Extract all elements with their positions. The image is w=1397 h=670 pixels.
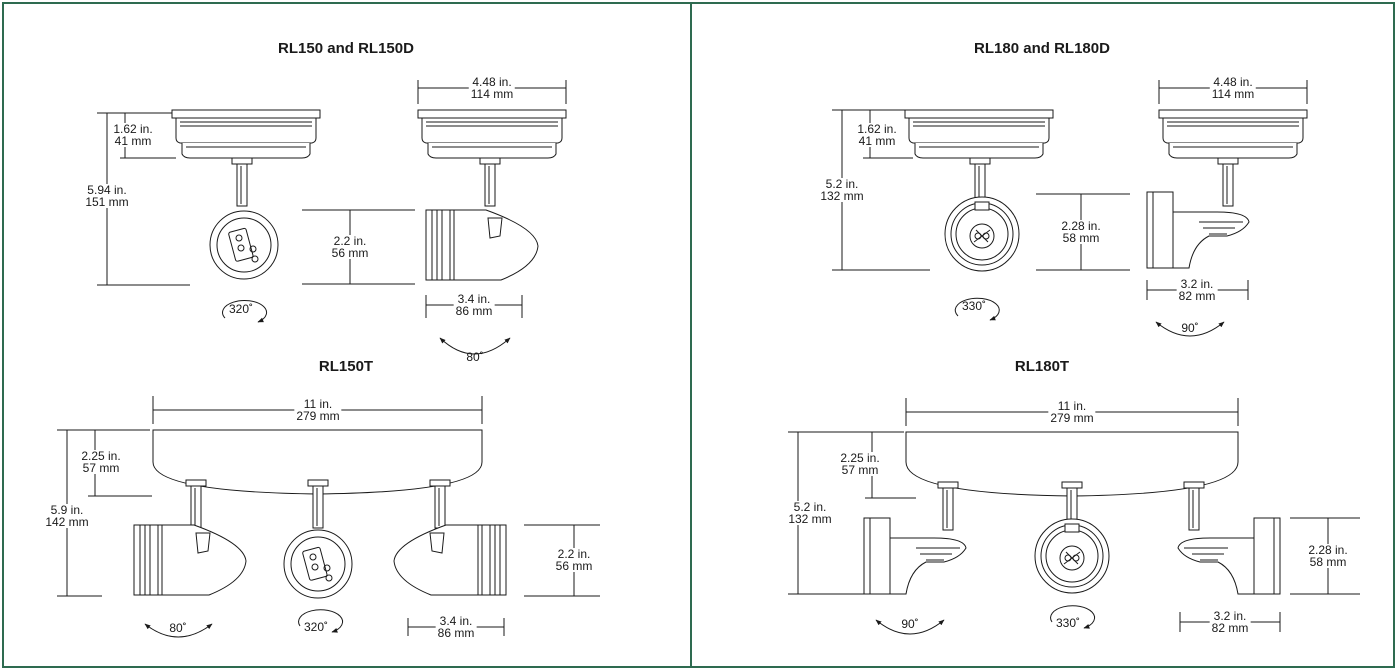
tilt-angle: 90˚ — [1181, 321, 1199, 335]
dim-head-length: 3.4 in.86 mm — [435, 614, 477, 640]
dim-head-height: 2.28 in.58 mm — [1306, 543, 1350, 569]
dim-canopy-width: 4.48 in.114 mm — [468, 75, 516, 101]
dim-head-length: 3.4 in.86 mm — [453, 292, 495, 318]
dim-head-length: 3.2 in.82 mm — [1209, 609, 1251, 635]
dim-height-total: 5.2 in.132 mm — [818, 177, 866, 203]
dim-canopy-height: 2.25 in.57 mm — [79, 449, 123, 475]
dim-canopy-width: 4.48 in.114 mm — [1209, 75, 1257, 101]
rotation-angle: 330˚ — [1055, 616, 1081, 630]
dim-head-height: 2.28 in.58 mm — [1059, 219, 1103, 245]
tilt-angle: 90˚ — [901, 617, 919, 631]
wall-wash-head — [1146, 191, 1250, 269]
dim-canopy-height: 2.25 in.57 mm — [838, 451, 882, 477]
round-head-180 — [944, 196, 1020, 272]
title-rl150t: RL150T — [318, 358, 374, 375]
rotation-angle: 320˚ — [228, 302, 254, 316]
title-rl180t: RL180T — [1014, 358, 1070, 375]
panel-rl180 — [690, 2, 1395, 668]
title-rl180: RL180 and RL180D — [974, 40, 1110, 57]
dim-width: 11 in.279 mm — [1048, 399, 1096, 425]
dim-canopy-height: 1.62 in.41 mm — [111, 122, 155, 148]
canopy-front — [171, 109, 321, 159]
round-head — [209, 210, 279, 280]
dim-head-height: 2.2 in.56 mm — [553, 547, 595, 573]
dim-head-length: 3.2 in.82 mm — [1176, 277, 1218, 303]
tilt-angle: 80˚ — [169, 621, 187, 635]
dim-height-total: 5.2 in.132 mm — [786, 500, 834, 526]
title-rl150: RL150 and RL150D — [278, 40, 414, 57]
dim-width: 11 in.279 mm — [294, 397, 342, 423]
rotation-angle: 330˚ — [961, 299, 987, 313]
tilt-angle: 80˚ — [466, 350, 484, 364]
dim-head-height: 2.2 in.56 mm — [329, 234, 371, 260]
dim-canopy-height: 1.62 in.41 mm — [855, 122, 899, 148]
rotation-angle: 320˚ — [303, 620, 329, 634]
cylinder-head — [425, 209, 539, 281]
dim-height-total: 5.94 in.151 mm — [83, 183, 131, 209]
dim-height-total: 5.9 in.142 mm — [43, 503, 91, 529]
